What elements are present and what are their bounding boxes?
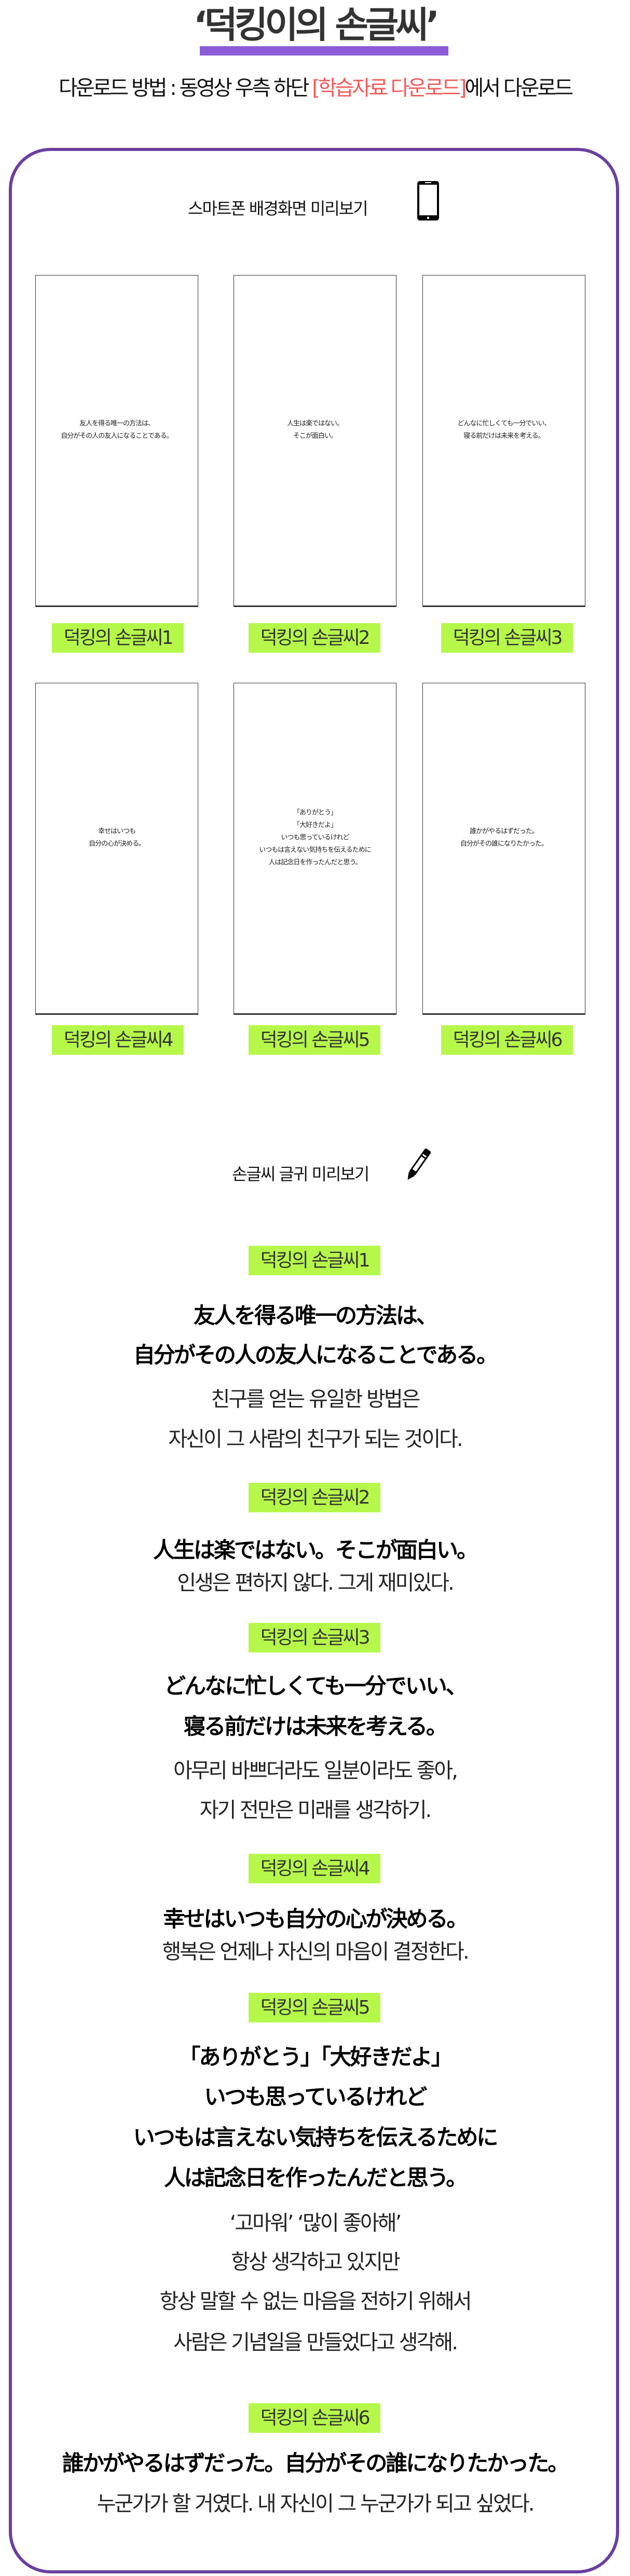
smartphone-icon: [416, 180, 440, 222]
font-sample-label: 덕킹의 손글씨6: [249, 2403, 380, 2433]
wallpaper-label: 덕킹의 손글씨5: [249, 1025, 380, 1055]
japanese-quote-line: いつもは言えない気持ちを伝えるために: [133, 2125, 499, 2150]
wallpaper-label: 덕킹의 손글씨6: [441, 1025, 573, 1055]
download-prefix: 다운로드 방법 : 동영상 우측 하단: [58, 76, 312, 100]
font-sample-label: 덕킹의 손글씨5: [249, 1993, 380, 2022]
font-sample-label: 덕킹의 손글씨2: [249, 1483, 380, 1512]
card-text-line: 「大好きだよ」: [293, 821, 337, 829]
korean-translation-line: 자신이 그 사람의 친구가 되는 것이다.: [168, 1427, 463, 1451]
japanese-quote-line: どんなに忙しくても一分でいい、: [164, 1673, 468, 1699]
wallpaper-label: 덕킹의 손글씨3: [441, 623, 573, 653]
korean-translation-line: ‘고마워’ ‘많이 좋아해’: [229, 2211, 402, 2235]
japanese-quote-line: 寝る前だけは未来を考える。: [184, 1714, 448, 1739]
download-link-text: [학습자료 다운로드]: [312, 76, 467, 100]
korean-translation-line: 항상 말할 수 없는 마음을 전하기 위해서: [159, 2290, 472, 2313]
card-text-line: いつもは言えない気持ちを伝えるために: [259, 846, 372, 854]
title-underline: [200, 46, 448, 56]
wallpaper-preview-card[interactable]: 「ありがとう」「大好きだよ」いつも思っているけれどいつもは言えない気持ちを伝える…: [234, 683, 396, 1015]
korean-translation-line: 항상 생각하고 있지만: [231, 2250, 401, 2274]
japanese-quote-line: 誰かがやるはずだった。自分がその誰になりたかった。: [62, 2450, 570, 2476]
download-instructions: 다운로드 방법 : 동영상 우측 하단 [학습자료 다운로드]에서 다운로드: [0, 75, 630, 101]
font-section-heading: 손글씨 글귀 미리보기: [232, 1164, 369, 1184]
pencil-icon: [401, 1146, 435, 1185]
korean-translation-line: 행복은 언제나 자신의 마음이 결정한다.: [162, 1940, 469, 1964]
korean-translation-line: 아무리 바쁘더라도 일분이라도 좋아,: [173, 1759, 458, 1783]
card-text-line: いつも思っているけれど: [281, 834, 349, 842]
wallpaper-preview-card[interactable]: 誰かがやるはずだった。自分がその誰になりたかった。: [422, 683, 585, 1015]
wallpaper-preview-card[interactable]: 人生は楽ではない。そこが面白い。: [234, 275, 396, 607]
font-sample-label: 덕킹의 손글씨3: [249, 1623, 380, 1652]
korean-translation-line: 자기 전만은 미래를 생각하기.: [199, 1798, 432, 1822]
wallpaper-label: 덕킹의 손글씨1: [52, 623, 184, 653]
wallpaper-section-heading: 스마트폰 배경화면 미리보기: [188, 199, 368, 218]
japanese-quote-line: いつも思っているけれど: [204, 2084, 428, 2110]
card-text-line: 自分の心が決める。: [88, 840, 145, 848]
card-text-line: 幸せはいつも: [98, 828, 136, 835]
korean-translation-line: 친구를 얻는 유일한 방법은: [211, 1387, 421, 1411]
wallpaper-preview-card[interactable]: どんなに忙しくても一分でいい、寝る前だけは未来を考える。: [422, 275, 585, 607]
korean-translation-line: 인생은 편하지 않다. 그게 재미있다.: [177, 1571, 455, 1595]
font-sample-label: 덕킹의 손글씨4: [249, 1854, 380, 1883]
wallpaper-label: 덕킹의 손글씨4: [52, 1025, 184, 1055]
japanese-quote-line: 人生は楽ではない。そこが面白い。: [153, 1537, 478, 1563]
wallpaper-preview-card[interactable]: 友人を得る唯一の方法は、自分がその人の友人になることである。: [35, 275, 198, 607]
page-title: ‘덕킹이의 손글씨’: [193, 4, 440, 46]
card-text-line: どんなに忙しくても一分でいい、: [457, 420, 551, 428]
japanese-quote-line: 友人を得る唯一の方法は、: [193, 1303, 438, 1328]
japanese-quote-line: 自分がその人の友人になることである。: [133, 1342, 498, 1368]
japanese-quote-line: 人は記念日を作ったんだと思う。: [163, 2165, 468, 2191]
card-text-line: 自分がその誰になりたかった。: [460, 840, 548, 848]
card-text-line: 人は記念日を作ったんだと思う。: [268, 859, 362, 866]
wallpaper-preview-card[interactable]: 幸せはいつも自分の心が決める。: [35, 683, 198, 1015]
card-text-line: 自分がその人の友人になることである。: [61, 432, 173, 440]
japanese-quote-line: 幸せはいつも自分の心が決める。: [163, 1906, 468, 1932]
card-text-line: 誰かがやるはずだった。: [470, 828, 539, 835]
card-text-line: そこが面白い。: [293, 432, 337, 440]
card-text-line: 「ありがとう」: [293, 809, 337, 817]
korean-translation-line: 누군가가 할 거였다. 내 자신이 그 누군가가 되고 싶었다.: [97, 2492, 535, 2516]
wallpaper-label: 덕킹의 손글씨2: [249, 623, 380, 653]
korean-translation-line: 사람은 기념일을 만들었다고 생각해.: [173, 2331, 458, 2354]
card-text-line: 友人を得る唯一の方法は、: [79, 420, 155, 428]
preview-container: [9, 148, 619, 2573]
download-suffix: 에서 다운로드: [464, 76, 573, 100]
japanese-quote-line: 「ありがとう」「大好きだよ」: [179, 2044, 453, 2070]
card-text-line: 人生は楽ではない。: [286, 420, 344, 428]
card-text-line: 寝る前だけは未来を考える。: [463, 432, 545, 440]
font-sample-label: 덕킹의 손글씨1: [249, 1246, 380, 1275]
